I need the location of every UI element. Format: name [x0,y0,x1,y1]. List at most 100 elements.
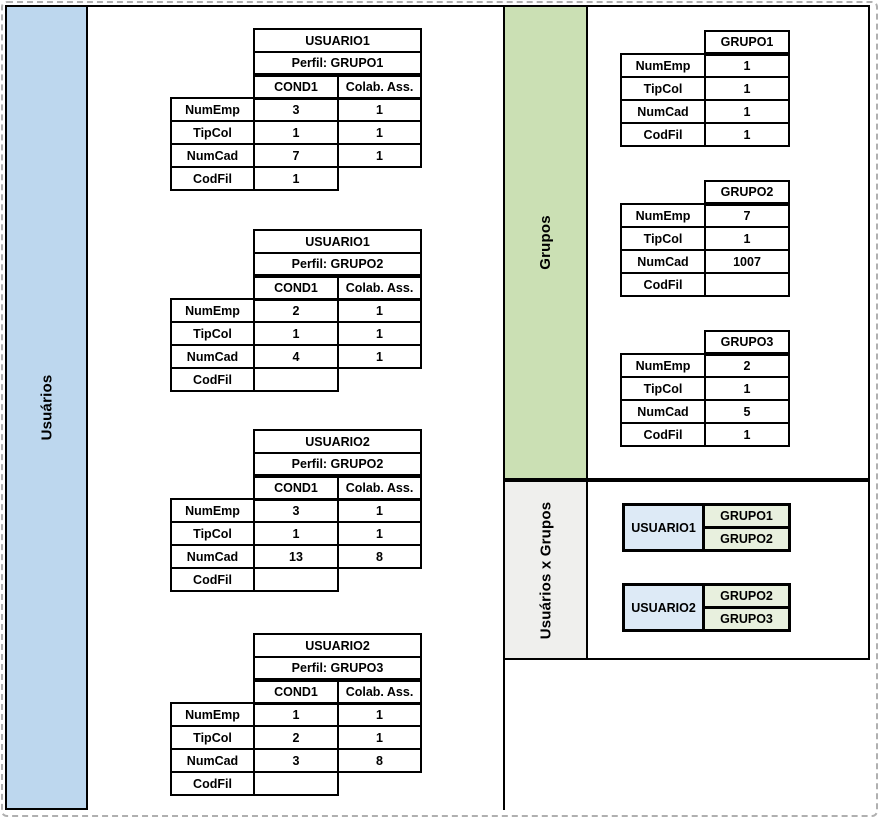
row-label-cell: TipCol [170,321,255,346]
colab-value-cell: 1 [337,120,422,145]
cond1-value-cell [253,567,339,592]
col-header-colab: Colab. Ass. [337,74,422,100]
group-value-cell: 2 [704,353,790,378]
group-value-cell: 1 [704,376,790,401]
colab-value-cell: 8 [337,544,422,569]
cond1-value-cell: 4 [253,344,339,369]
spacer-cell [338,772,421,795]
group-title-cell: GRUPO1 [704,30,790,56]
spacer-cell [171,453,254,476]
spacer-cell [171,430,254,453]
colab-value-cell: 1 [337,344,422,369]
cond1-value-cell [253,367,339,392]
colab-value-cell: 1 [337,498,422,523]
row-label-cell: TipCol [170,725,255,750]
user-group-mapping-table: USUARIO1 GRUPO1 GRUPO2 [622,503,791,552]
spacer-cell [171,52,254,75]
col-header-cond1: COND1 [253,475,339,501]
col-header-colab: Colab. Ass. [337,475,422,501]
group-value-cell: 1 [704,76,790,101]
colab-value-cell: 1 [337,321,422,346]
user-title-cell: USUARIO1 [253,229,422,254]
colab-value-cell: 8 [337,748,422,773]
colab-value-cell: 1 [337,298,422,323]
spacer-cell [171,476,254,499]
cond1-value-cell: 3 [253,97,339,122]
user-group-mapping-table: USUARIO2 GRUPO2 GRUPO3 [622,583,791,632]
spacer-cell [171,634,254,657]
mapping-group-cell: GRUPO1 [702,503,791,529]
group-title-cell: GRUPO3 [704,330,790,356]
row-label-cell: NumCad [170,748,255,773]
mapping-group-cell: GRUPO2 [702,583,791,609]
spacer-cell [338,167,421,190]
row-label-cell: TipCol [620,76,706,101]
cond1-value-cell: 1 [253,521,339,546]
profile-cell: Perfil: GRUPO2 [253,452,422,478]
row-label-cell: NumEmp [620,53,706,78]
colab-value-cell: 1 [337,725,422,750]
row-label-cell: CodFil [620,122,706,147]
group-value-cell: 1 [704,122,790,147]
colab-value-cell: 1 [337,97,422,122]
profile-cell: Perfil: GRUPO2 [253,252,422,278]
col-header-cond1: COND1 [253,74,339,100]
group-value-cell: 1 [704,226,790,251]
user-title-cell: USUARIO2 [253,429,422,454]
spacer-cell [171,29,254,52]
groups-band-label: Grupos [536,215,554,270]
cond1-value-cell: 1 [253,702,339,727]
profile-cell: Perfil: GRUPO1 [253,51,422,77]
row-label-cell: TipCol [170,521,255,546]
row-label-cell: TipCol [620,376,706,401]
row-label-cell: CodFil [620,422,706,447]
row-label-cell: NumEmp [170,702,255,727]
spacer-cell [621,31,705,54]
row-label-cell: NumEmp [170,298,255,323]
group-value-cell: 5 [704,399,790,424]
col-header-cond1: COND1 [253,275,339,301]
mapping-group-cell: GRUPO2 [702,526,791,552]
spacer-cell [171,276,254,299]
spacer-cell [171,230,254,253]
row-label-cell: NumCad [620,399,706,424]
mapping-user-cell: USUARIO1 [622,503,705,552]
group-value-cell: 7 [704,203,790,228]
spacer-cell [171,75,254,98]
group-value-cell [704,272,790,297]
spacer-cell [171,253,254,276]
group-title-cell: GRUPO2 [704,180,790,206]
profile-cell: Perfil: GRUPO3 [253,656,422,682]
spacer-cell [338,368,421,391]
col-header-cond1: COND1 [253,679,339,705]
row-label-cell: NumCad [170,544,255,569]
colab-value-cell: 1 [337,521,422,546]
row-label-cell: CodFil [170,166,255,191]
divider-vertical-line [503,660,505,810]
spacer-cell [621,181,705,204]
users-band-label: Usuários [37,374,55,441]
mapping-group-cell: GRUPO3 [702,606,791,632]
col-header-colab: Colab. Ass. [337,275,422,301]
user-title-cell: USUARIO2 [253,633,422,658]
cond1-value-cell: 3 [253,748,339,773]
row-label-cell: CodFil [170,771,255,796]
spacer-cell [171,680,254,703]
row-label-cell: NumCad [620,99,706,124]
row-label-cell: NumCad [620,249,706,274]
group-value-cell: 1 [704,53,790,78]
col-header-colab: Colab. Ass. [337,679,422,705]
cond1-value-cell: 7 [253,143,339,168]
row-label-cell: CodFil [170,567,255,592]
group-value-cell: 1 [704,422,790,447]
cond1-value-cell: 2 [253,725,339,750]
user-title-cell: USUARIO1 [253,28,422,53]
groups-band: Grupos [503,5,588,480]
